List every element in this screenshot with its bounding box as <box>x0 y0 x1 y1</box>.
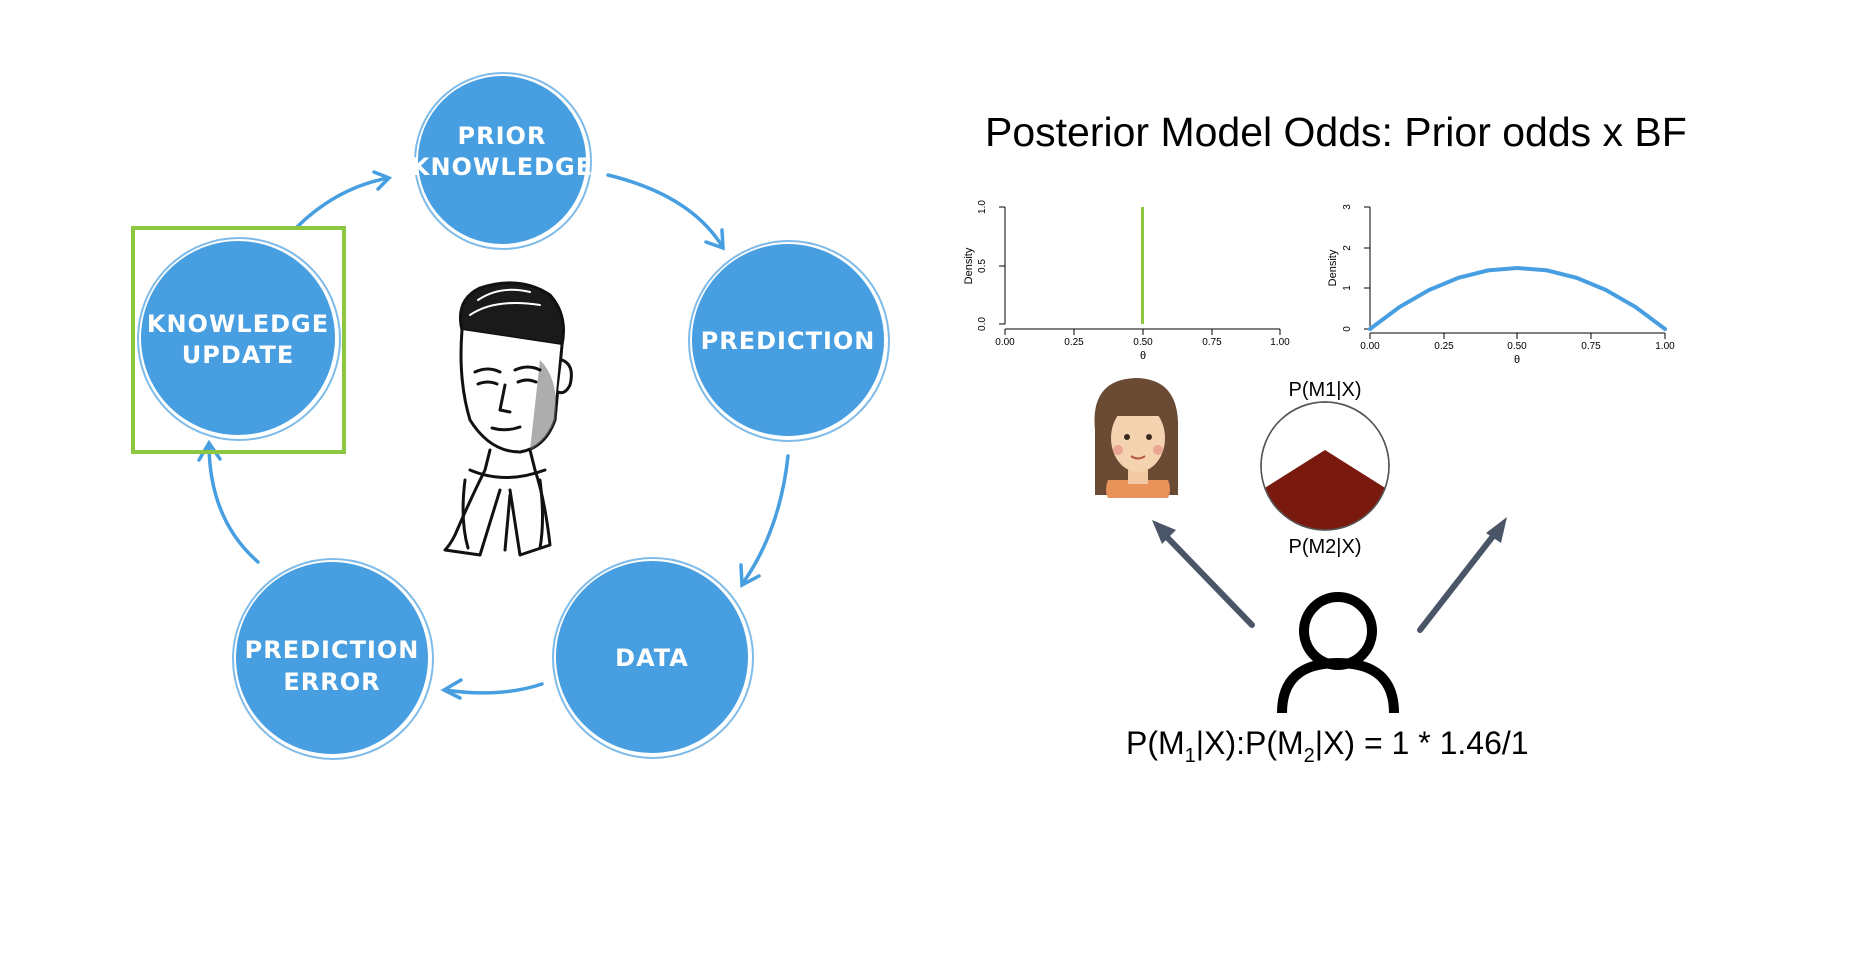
cycle-arrows <box>197 170 790 700</box>
plot-left-ytick-2: 1.0 <box>977 200 988 214</box>
arrow-head-update-prior <box>372 170 393 191</box>
prior-label-2: KNOWLEDGE <box>411 153 593 181</box>
woman-avatar-icon <box>1094 378 1179 498</box>
arrow-icon <box>1152 520 1176 544</box>
plot-left: 0.0 0.5 1.0 0.00 0.25 0.50 0.75 1.00 θ D… <box>963 200 1290 362</box>
prior-label-1: PRIOR <box>458 122 547 150</box>
plot-right-xticks: 0.00 0.25 0.50 0.75 1.00 <box>1360 333 1675 352</box>
arrow-head-data-error <box>440 678 463 700</box>
bayesian-cycle: PRIOR KNOWLEDGE PREDICTION DATA PREDICTI… <box>131 72 890 760</box>
plot-left-ytick-1: 0.5 <box>977 259 988 273</box>
arrow-head-prior-prediction <box>704 228 725 251</box>
posterior-odds-formula: P(M1|X):P(M2|X) = 1 * 1.46/1 <box>1126 725 1529 767</box>
plot-left-xtick-4: 1.00 <box>1270 337 1290 348</box>
knowledge-update-node: KNOWLEDGE UPDATE <box>137 237 341 441</box>
formula-part-mid: |X):P(M <box>1196 725 1304 761</box>
plot-right-xtick-0: 0.00 <box>1360 341 1380 352</box>
pie-label-m1: P(M1|X) <box>1289 379 1362 401</box>
plot-left-xticks: 0.00 0.25 0.50 0.75 1.00 <box>995 329 1290 348</box>
plot-right-density-curve <box>1368 265 1667 331</box>
arrow-to-pie <box>1417 528 1500 633</box>
plot-right: 0 1 2 3 0.00 0.25 0.50 0.75 1.00 θ Densi… <box>1327 204 1675 366</box>
plot-right-yticks: 0 1 2 3 <box>1342 204 1370 332</box>
plot-right-xtick-3: 0.75 <box>1581 341 1601 352</box>
formula-sub-2: 2 <box>1304 745 1315 767</box>
formula-sub-1: 1 <box>1185 745 1196 767</box>
plot-left-xtick-1: 0.25 <box>1064 337 1084 348</box>
arrow-error-to-update <box>207 444 260 564</box>
plot-right-ytick-2: 2 <box>1342 245 1353 251</box>
arrow-prior-to-prediction <box>606 173 724 248</box>
update-label-1: KNOWLEDGE <box>147 310 329 338</box>
arrow-head-to-pie <box>1486 517 1507 543</box>
highlight-box <box>131 226 346 454</box>
formula-part-end: |X) = 1 * 1.46/1 <box>1315 725 1529 761</box>
arrow-to-woman <box>1160 530 1255 628</box>
arrow-prediction-to-data <box>741 454 790 585</box>
prior-knowledge-node: PRIOR KNOWLEDGE <box>411 72 593 250</box>
pie-slice-m2 <box>1264 450 1386 530</box>
person-icon <box>1277 592 1399 714</box>
plot-right-ytick-0: 0 <box>1342 326 1353 332</box>
slide-title: Posterior Model Odds: Prior odds x BF <box>985 109 1687 155</box>
plot-left-ylabel: Density <box>963 247 975 284</box>
plot-right-xtick-4: 1.00 <box>1655 341 1675 352</box>
arrow-data-to-error <box>443 682 544 695</box>
plot-right-xtick-1: 0.25 <box>1434 341 1454 352</box>
data-label: DATA <box>615 644 689 672</box>
data-node: DATA <box>552 557 754 759</box>
arrow-update-to-prior <box>294 176 390 230</box>
plot-left-xtick-3: 0.75 <box>1202 337 1222 348</box>
posterior-pie-chart: P(M1|X) P(M2|X) <box>1260 379 1390 558</box>
plot-right-ylabel: Density <box>1327 249 1339 286</box>
pie-label-m2: P(M2|X) <box>1289 536 1362 558</box>
plot-right-xlabel: θ <box>1514 354 1520 366</box>
plot-right-xtick-2: 0.50 <box>1507 341 1527 352</box>
bayes-portrait-icon <box>443 281 573 557</box>
plot-left-ytick-0: 0.0 <box>977 317 988 331</box>
formula-part-p: P(M <box>1126 725 1185 761</box>
person-arrows <box>1152 517 1507 633</box>
prediction-node: PREDICTION <box>688 240 890 442</box>
plot-right-ytick-3: 3 <box>1342 204 1353 210</box>
plot-right-ytick-1: 1 <box>1342 285 1353 291</box>
plot-left-xlabel: θ <box>1140 350 1146 362</box>
error-label-2: ERROR <box>283 668 380 696</box>
arrow-head-prediction-data <box>739 563 761 588</box>
plot-left-xtick-2: 0.50 <box>1133 337 1153 348</box>
error-label-1: PREDICTION <box>245 636 420 664</box>
prediction-label: PREDICTION <box>701 327 876 355</box>
plot-left-yticks: 0.0 0.5 1.0 <box>977 200 1005 331</box>
plot-left-xtick-0: 0.00 <box>995 337 1015 348</box>
update-label-2: UPDATE <box>182 341 294 369</box>
prediction-error-node: PREDICTION ERROR <box>232 558 434 760</box>
